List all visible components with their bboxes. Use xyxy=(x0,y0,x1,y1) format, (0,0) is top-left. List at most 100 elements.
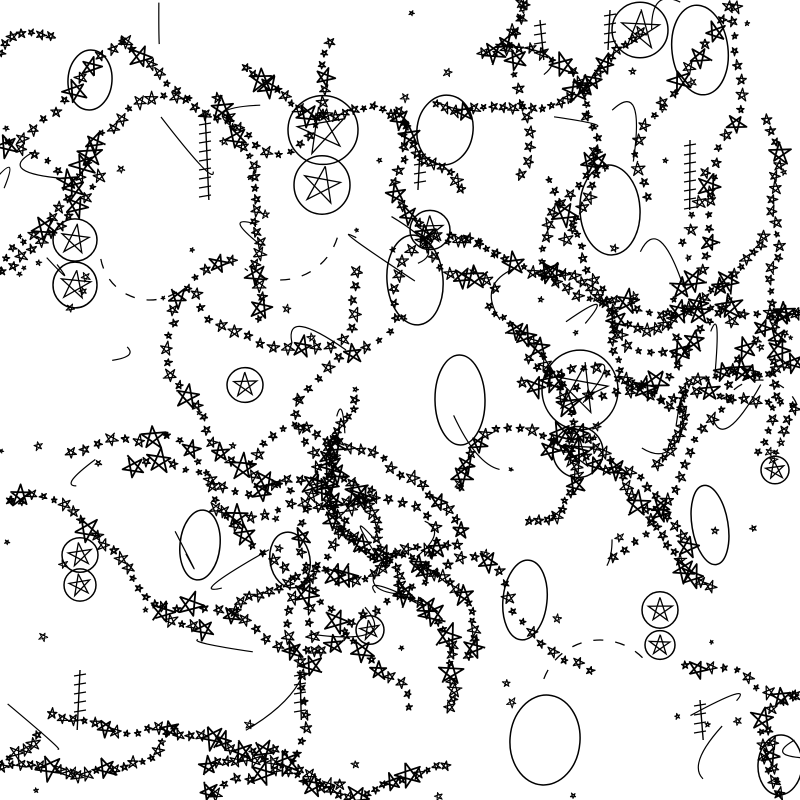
star-icon xyxy=(738,392,750,405)
star-icon xyxy=(449,172,465,188)
star-icon xyxy=(352,386,360,393)
star-icon xyxy=(562,443,576,457)
star-icon xyxy=(342,342,362,364)
star-icon xyxy=(92,168,107,183)
star-icon xyxy=(756,738,771,752)
star-icon xyxy=(639,322,655,337)
star-icon xyxy=(753,310,762,319)
star-icon xyxy=(145,58,158,72)
star-icon xyxy=(730,47,739,57)
star-icon xyxy=(388,283,400,295)
star-icon xyxy=(399,314,408,322)
star-icon xyxy=(635,347,643,355)
star-icon xyxy=(29,149,40,159)
star-icon xyxy=(293,422,306,435)
hatch-tick xyxy=(198,194,212,198)
star-icon xyxy=(769,216,782,229)
star-icon xyxy=(736,104,745,114)
star-icon xyxy=(627,32,638,45)
star-icon xyxy=(663,400,675,412)
star-icon xyxy=(119,761,129,772)
star-icon xyxy=(449,583,463,598)
star-icon xyxy=(314,374,323,383)
star-icon xyxy=(764,766,773,775)
star-icon xyxy=(446,231,457,241)
star-icon xyxy=(331,450,342,462)
star-icon xyxy=(249,217,260,228)
star-icon xyxy=(662,157,669,164)
star-icon xyxy=(550,512,557,520)
star-icon xyxy=(670,310,679,318)
ink-curve xyxy=(221,104,261,128)
star-icon xyxy=(526,265,541,279)
star-icon xyxy=(317,108,328,120)
star-icon xyxy=(56,168,78,192)
ink-curve xyxy=(553,116,599,128)
star-icon xyxy=(303,130,315,142)
star-icon xyxy=(476,47,490,60)
star-icon xyxy=(501,679,511,687)
star-icon xyxy=(358,608,368,620)
star-icon xyxy=(618,371,634,387)
star-icon xyxy=(296,668,310,681)
star-icon xyxy=(540,439,561,461)
star-icon xyxy=(545,175,553,184)
star-icon xyxy=(324,504,339,519)
star-icon xyxy=(729,0,744,15)
star-icon xyxy=(588,123,597,132)
star-icon xyxy=(399,542,414,556)
star-icon xyxy=(704,721,711,728)
hatch-tick xyxy=(533,32,547,36)
ink-curve xyxy=(453,415,500,471)
star-icon xyxy=(343,442,357,455)
star-icon xyxy=(299,696,309,706)
star-icon xyxy=(541,230,554,243)
star-icon xyxy=(706,304,715,312)
star-icon xyxy=(65,196,90,219)
star-icon xyxy=(248,747,257,756)
star-icon xyxy=(614,533,624,543)
star-icon xyxy=(549,186,560,197)
star-icon xyxy=(162,729,171,738)
star-icon xyxy=(285,498,297,510)
star-icon xyxy=(620,40,629,49)
star-icon xyxy=(50,106,63,118)
star-icon xyxy=(492,49,500,57)
star-icon xyxy=(717,302,730,315)
star-icon xyxy=(688,660,709,680)
star-icon xyxy=(494,565,506,577)
hatch-tick xyxy=(683,206,697,210)
star-icon xyxy=(184,730,195,742)
star-icon xyxy=(250,194,261,205)
star-icon xyxy=(253,471,280,494)
star-icon xyxy=(408,583,417,591)
star-icon xyxy=(518,4,528,15)
star-icon xyxy=(537,356,552,372)
star-icon xyxy=(408,10,416,17)
star-icon xyxy=(698,292,711,304)
star-icon xyxy=(78,286,87,296)
star-icon xyxy=(669,519,682,532)
pentagram-icon xyxy=(66,542,94,568)
star-icon xyxy=(392,587,406,601)
star-icon xyxy=(284,605,294,616)
ink-curve xyxy=(697,725,723,780)
ink-curve xyxy=(210,549,270,590)
star-icon xyxy=(248,258,262,271)
star-icon xyxy=(527,102,538,114)
hatch-tick xyxy=(693,703,707,707)
star-icon xyxy=(25,489,38,501)
star-icon xyxy=(314,644,327,658)
star-icon xyxy=(561,282,574,296)
star-icon xyxy=(190,287,204,300)
star-icon xyxy=(250,204,263,218)
star-icon xyxy=(123,729,131,738)
star-icon xyxy=(94,459,103,467)
star-icon xyxy=(350,760,360,769)
star-icon xyxy=(248,160,261,174)
star-icon xyxy=(400,117,410,127)
star-icon xyxy=(777,425,790,438)
star-icon xyxy=(443,699,456,714)
star-icon xyxy=(696,263,710,276)
star-icon xyxy=(10,483,32,507)
